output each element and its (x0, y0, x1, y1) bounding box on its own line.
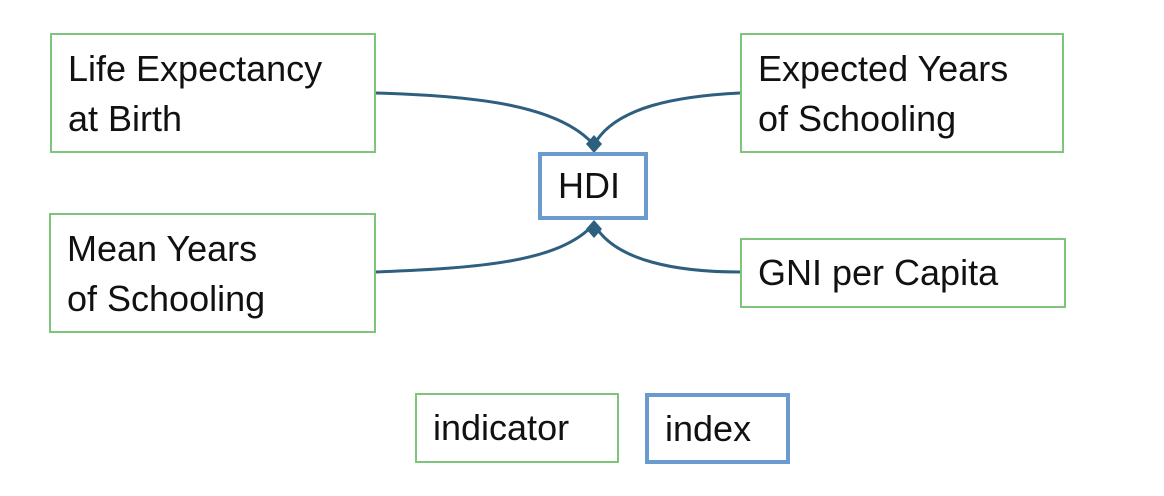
node-gni: GNI per Capita (740, 238, 1066, 308)
legend-index-label: index (665, 408, 752, 449)
legend-index: index (645, 393, 790, 464)
node-mean-years-line-1: Mean Years (67, 228, 258, 269)
legend-indicator-label: indicator (433, 407, 570, 448)
edge-expected-years-to-hdi (592, 91, 741, 146)
node-mean-years-line-2: of Schooling (67, 278, 266, 319)
legend-indicator: indicator (415, 393, 619, 463)
node-life-expectancy: Life Expectancy at Birth (50, 33, 376, 153)
node-mean-years: Mean Years of Schooling (49, 213, 376, 333)
node-expected-years-line-1: Expected Years (758, 48, 1009, 89)
node-hdi: HDI (538, 152, 648, 220)
node-hdi-label: HDI (558, 165, 620, 206)
edge-gni-to-hdi (592, 223, 741, 274)
edge-life-expectancy-to-hdi (375, 91, 596, 146)
node-gni-label: GNI per Capita (758, 252, 999, 293)
arrowhead-top-diamond (586, 135, 602, 153)
node-life-expectancy-line-1: Life Expectancy (68, 48, 323, 89)
node-expected-years: Expected Years of Schooling (740, 33, 1064, 153)
node-expected-years-line-2: of Schooling (758, 98, 957, 139)
edge-mean-years-to-hdi (375, 222, 596, 274)
arrowhead-bottom-diamond (586, 220, 602, 238)
node-life-expectancy-line-2: at Birth (68, 98, 183, 139)
